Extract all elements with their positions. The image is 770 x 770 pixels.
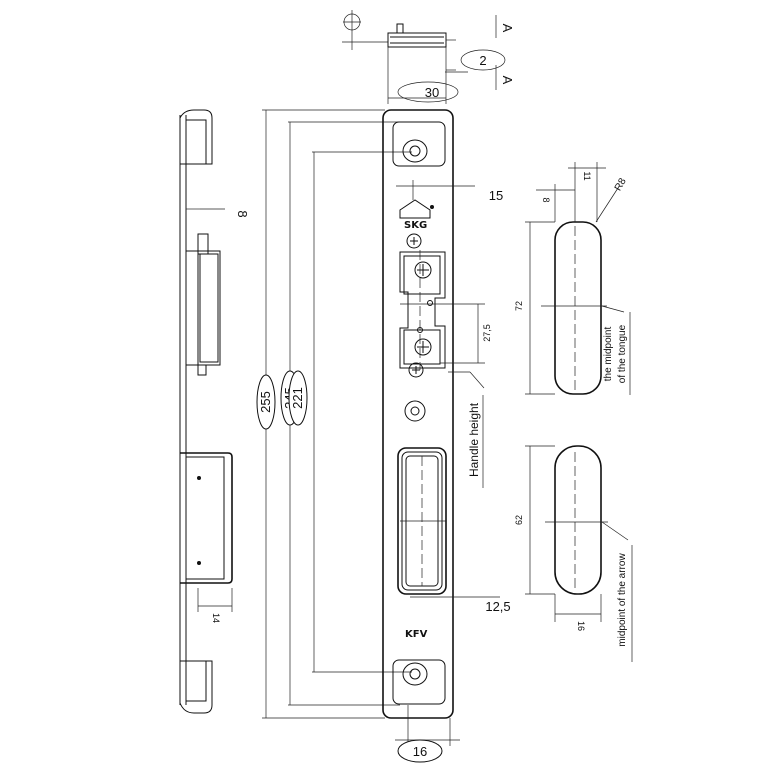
dim-8-label: 8 [235, 210, 250, 217]
radius-r8-label: R8 [613, 176, 629, 193]
brand-mark: SKG [404, 220, 427, 231]
side-profile-view: 8 14 [179, 109, 250, 714]
dim-221-group: 221 [288, 370, 308, 426]
section-mark-top: A [500, 24, 515, 33]
handle-height-label: Handle height [467, 402, 481, 477]
length-dimensions: 255 245 [256, 109, 412, 719]
dim-221-label: 221 [290, 387, 305, 409]
section-mark-bottom: A [500, 76, 515, 85]
dim-255-label: 255 [258, 391, 273, 413]
dim-2-label: 2 [479, 53, 486, 68]
dim-16-arrow-label: 16 [576, 621, 586, 631]
tongue-note-line1: the midpoint [603, 327, 614, 382]
arrow-note: midpoint of the arrow [617, 553, 628, 647]
tongue-detail: 72 8 11 R8 the midpoint of the tongue [514, 162, 631, 395]
dim-12-5-label: 12,5 [485, 599, 510, 614]
top-section-detail: 2 30 A A [342, 10, 515, 104]
dim-11-label: 11 [582, 171, 592, 180]
dim-2-balloon [460, 49, 506, 71]
dim-62-label: 62 [514, 515, 524, 525]
dim-15-label: 15 [489, 188, 503, 203]
code-mark: KFV [405, 629, 428, 640]
dim-27-5-label: 27,5 [482, 324, 492, 342]
dim-30-label: 30 [425, 85, 439, 100]
dim-14-label: 14 [211, 613, 221, 623]
arrow-detail: 62 16 midpoint of the arrow [514, 445, 633, 662]
front-view-plate: 15 SKG 27,5 Handle height [382, 109, 511, 763]
dim-30-balloon [397, 81, 459, 103]
dim-72-label: 72 [514, 301, 524, 311]
tongue-note-line2: of the tongue [617, 324, 628, 383]
dim-16-bottom-label: 16 [413, 744, 427, 759]
dim-8-tongue-label: 8 [541, 197, 551, 202]
